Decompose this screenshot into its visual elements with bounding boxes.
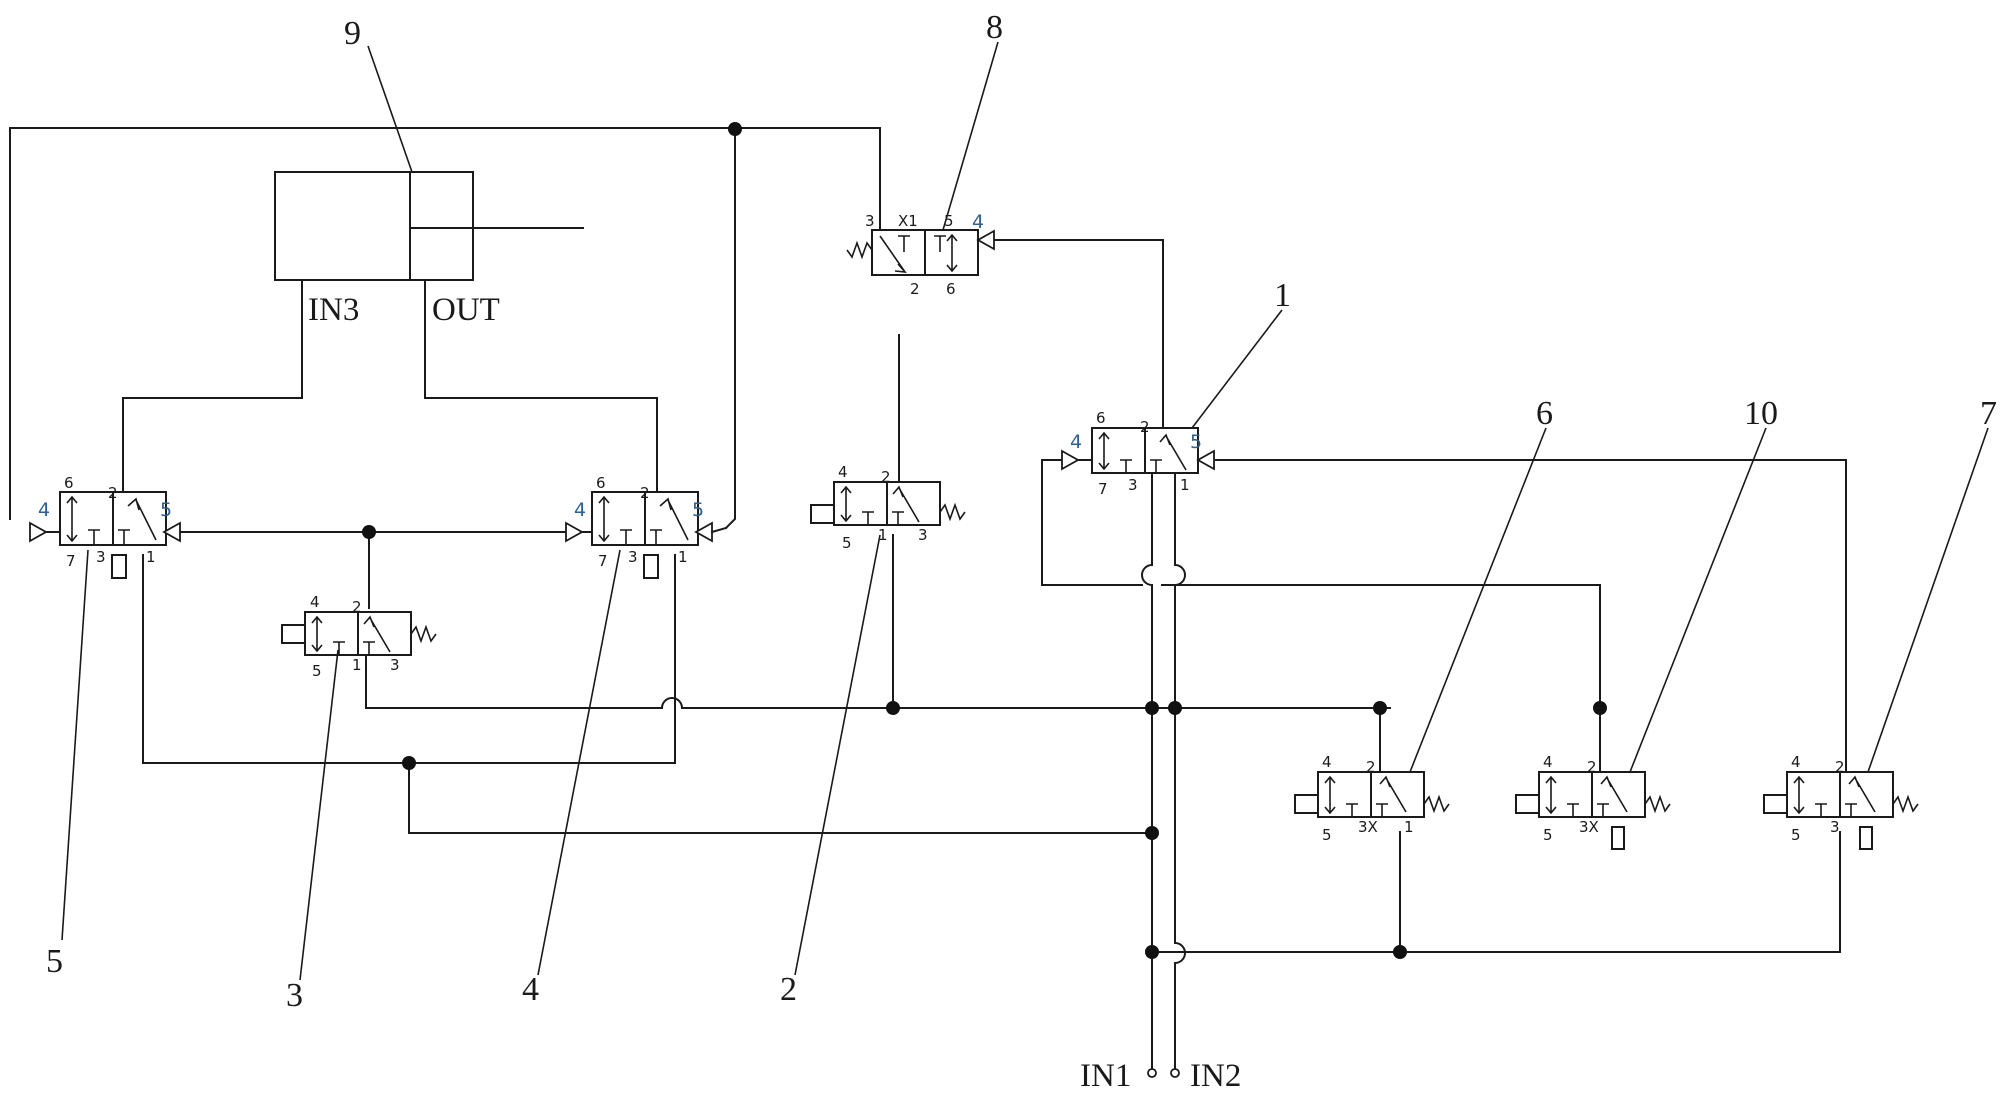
port-num: 3 — [390, 656, 400, 674]
port-num: 6 — [1096, 409, 1106, 427]
junction-dot — [886, 701, 900, 715]
cylinder-9: IN3 OUT — [275, 172, 583, 328]
port-num: 3X — [1579, 818, 1599, 836]
port-label-out: OUT — [432, 292, 500, 328]
junction-dot — [1373, 701, 1387, 715]
port-num: 1 — [1404, 818, 1414, 836]
valve-1: 6 2 7 3 1 4 5 — [1062, 409, 1214, 498]
valve-2: 4 2 5 1 3 — [811, 463, 965, 552]
valve-4: 6 2 7 3 1 4 5 — [566, 474, 726, 578]
port-label-in3: IN3 — [308, 292, 359, 328]
port-num: 2 — [1366, 758, 1376, 776]
port-num: 2 — [1835, 758, 1845, 776]
port-num: 2 — [108, 484, 118, 502]
valve-5: 6 2 7 3 1 4 5 — [30, 474, 180, 578]
port-num: 5 — [312, 662, 322, 680]
port-num: 5 — [1543, 826, 1553, 844]
port-num: 6 — [946, 280, 956, 298]
pilot-port-num: 4 — [972, 211, 984, 233]
port-num: 3 — [1830, 818, 1840, 836]
callout-2: 2 — [780, 971, 797, 1008]
port-num: 2 — [640, 484, 650, 502]
port-num: 3 — [628, 548, 638, 566]
port-num: 2 — [881, 468, 891, 486]
port-num: 7 — [1098, 480, 1108, 498]
pilot-port-num: 5 — [160, 499, 172, 521]
port-num: 1 — [1180, 476, 1190, 494]
junction-dot — [362, 525, 376, 539]
junction-dot — [728, 122, 742, 136]
port-num: 3 — [96, 548, 106, 566]
callout-6: 6 — [1536, 395, 1553, 432]
callout-9: 9 — [344, 15, 361, 52]
port-num: 1 — [352, 656, 362, 674]
callout-1: 1 — [1274, 277, 1291, 314]
port-num: 4 — [838, 463, 848, 481]
port-num: 2 — [1140, 418, 1150, 436]
port-num: 6 — [596, 474, 606, 492]
pilot-port-num: 4 — [574, 499, 586, 521]
port-num: 5 — [1322, 826, 1332, 844]
port-num: 3 — [865, 212, 875, 230]
valve-10: 4 2 5 3X — [1516, 753, 1670, 849]
port-num: 5 — [1791, 826, 1801, 844]
port-num: 1 — [678, 548, 688, 566]
inlet-ports: IN1 IN2 — [1080, 1058, 1241, 1094]
callout-8: 8 — [986, 9, 1003, 46]
callout-4: 4 — [522, 971, 539, 1008]
junction-dot — [402, 756, 416, 770]
valve-6: 4 2 5 3X 1 — [1295, 753, 1449, 844]
pilot-port-num: 5 — [1190, 431, 1202, 453]
junction-dot — [1168, 701, 1182, 715]
pilot-port-num: 4 — [38, 499, 50, 521]
port-num: 7 — [598, 552, 608, 570]
port-num: 7 — [66, 552, 76, 570]
port-num: 2 — [910, 280, 920, 298]
valve-8: 3 X1 5 4 2 6 — [847, 211, 994, 298]
junction-dot — [1593, 701, 1607, 715]
port-num: 4 — [1322, 753, 1332, 771]
port-num: 3 — [1128, 476, 1138, 494]
callout-5: 5 — [46, 943, 63, 980]
valve-3: 4 2 5 1 3 — [282, 593, 436, 680]
port-num: X1 — [898, 212, 918, 230]
junction-dot — [1393, 945, 1407, 959]
port-num: 3X — [1358, 818, 1378, 836]
port-num: 4 — [1791, 753, 1801, 771]
pilot-port-num: 5 — [692, 499, 704, 521]
port-num: 5 — [842, 534, 852, 552]
junction-dot — [1145, 826, 1159, 840]
port-num: 1 — [146, 548, 156, 566]
junction-dot — [1145, 945, 1159, 959]
port-num: 6 — [64, 474, 74, 492]
callout-7: 7 — [1980, 395, 1997, 432]
port-label-in1: IN1 — [1080, 1058, 1131, 1094]
callout-labels: 9 8 1 6 10 7 5 3 4 2 — [46, 9, 1997, 1014]
junction-dot — [1145, 701, 1159, 715]
callout-3: 3 — [286, 977, 303, 1014]
port-num: 2 — [352, 598, 362, 616]
port-num: 3 — [918, 526, 928, 544]
port-num: 4 — [1543, 753, 1553, 771]
port-label-in2: IN2 — [1190, 1058, 1241, 1094]
port-num: 2 — [1587, 758, 1597, 776]
pilot-port-num: 4 — [1070, 431, 1082, 453]
callout-10: 10 — [1744, 395, 1778, 432]
port-num: 4 — [310, 593, 320, 611]
